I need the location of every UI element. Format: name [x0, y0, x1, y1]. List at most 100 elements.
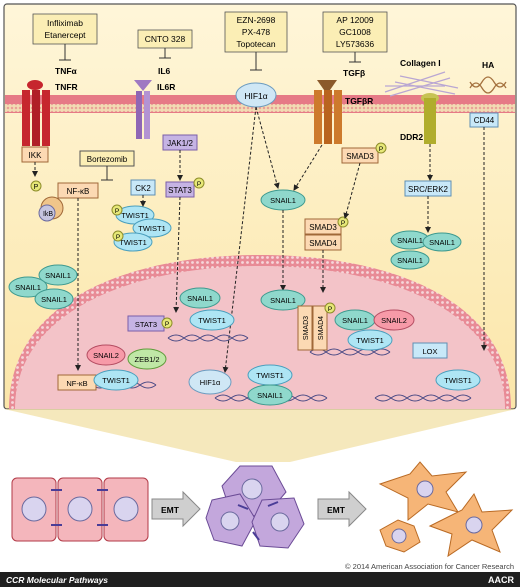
svg-text:SNAIL1: SNAIL1: [429, 238, 455, 247]
inhibitor-label: CNTO 328: [145, 34, 186, 44]
inhibitor-label: EZN-2698: [237, 15, 276, 25]
jak-box: JAK1/2: [162, 134, 198, 151]
inhibitor-box-ap: AP 12009 GC1008 LY573636: [322, 11, 388, 63]
svg-text:P: P: [115, 208, 119, 215]
svg-text:EMT: EMT: [327, 505, 346, 515]
svg-text:STAT3: STAT3: [135, 320, 157, 329]
smad3-cyto-box: SMAD3: [341, 147, 379, 164]
tnfr-receptor: [22, 80, 50, 146]
svg-text:CK2: CK2: [135, 184, 151, 193]
svg-text:SMAD3: SMAD3: [346, 152, 374, 161]
svg-text:TWIST1: TWIST1: [256, 371, 284, 380]
svg-text:TWIST1: TWIST1: [444, 376, 472, 385]
svg-text:CD44: CD44: [474, 116, 495, 125]
twist-cluster: TWIST1 TWIST1 TWIST1 P P: [111, 204, 172, 252]
footer-left: CCR Molecular Pathways: [6, 575, 108, 585]
cd44-receptor: CD44: [469, 112, 499, 128]
copyright-text: © 2014 American Association for Cancer R…: [345, 562, 514, 571]
ck2-box: CK2: [130, 179, 156, 196]
inhibitor-label: Etanercept: [44, 30, 86, 40]
svg-text:NF-κB: NF-κB: [66, 379, 87, 388]
ligand-collagen: Collagen I: [400, 58, 441, 68]
svg-text:LOX: LOX: [422, 347, 437, 356]
svg-text:EMT: EMT: [161, 505, 180, 515]
svg-text:SNAIL1: SNAIL1: [15, 283, 41, 292]
zoom-wedge: [4, 409, 516, 462]
p-label: P: [34, 184, 39, 191]
svg-text:SNAIL1: SNAIL1: [270, 196, 296, 205]
src-erk2-box: SRC/ERK2: [404, 180, 452, 197]
ikk-box: IKK: [21, 146, 49, 163]
il6r-label: IL6R: [157, 82, 175, 92]
intermediate-cells: [205, 465, 305, 549]
svg-text:P: P: [165, 321, 169, 328]
svg-text:TWIST1: TWIST1: [102, 376, 130, 385]
ligand-tnfa: TNFα: [55, 66, 78, 76]
svg-text:JAK1/2: JAK1/2: [167, 139, 193, 148]
svg-text:SNAIL1: SNAIL1: [41, 295, 67, 304]
smad-complex: SMAD3 SMAD4 P: [304, 216, 349, 251]
svg-text:SNAIL2: SNAIL2: [381, 316, 407, 325]
svg-text:P: P: [116, 234, 120, 241]
svg-text:SNAIL1: SNAIL1: [397, 236, 423, 245]
svg-text:SNAIL1: SNAIL1: [397, 256, 423, 265]
snail-cluster-left: SNAIL1 SNAIL1 SNAIL1: [8, 264, 78, 310]
svg-text:SMAD4: SMAD4: [318, 316, 325, 340]
svg-text:P: P: [341, 220, 345, 227]
inhibitor-box-cnto: CNTO 328: [137, 29, 193, 59]
inhibitor-box-infliximab: Infliximab Etanercept: [32, 13, 98, 61]
bortezomib-box: Bortezomib: [79, 150, 135, 167]
pathway-arrows: [32, 106, 487, 373]
svg-text:HIF1α: HIF1α: [244, 91, 267, 101]
svg-text:TWIST1: TWIST1: [198, 316, 226, 325]
nucleus: [15, 266, 505, 409]
inhibitor-label: AP 12009: [336, 15, 373, 25]
svg-text:P: P: [379, 146, 383, 153]
svg-text:SMAD3: SMAD3: [303, 316, 310, 340]
p-badge: [193, 177, 205, 189]
ddr2-label: DDR2: [400, 132, 423, 142]
emt-arrow-1: EMT: [151, 490, 201, 528]
svg-text:TWIST1: TWIST1: [119, 238, 147, 247]
svg-text:SMAD3: SMAD3: [309, 223, 337, 232]
svg-text:HIF1α: HIF1α: [200, 378, 221, 387]
inhibitor-label: PX-478: [242, 27, 271, 37]
smad-nucleus: SMAD3 SMAD4 P: [297, 302, 336, 351]
nucleus-contents: SNAIL1 STAT3 P TWIST1 SNAIL2 ZEB1/2 NF-κ…: [57, 287, 481, 406]
nfkb-box: NF-κB: [57, 182, 99, 199]
svg-text:SNAIL1: SNAIL1: [270, 296, 296, 305]
svg-text:TWIST1: TWIST1: [121, 211, 149, 220]
svg-text:SRC/ERK2: SRC/ERK2: [408, 185, 449, 194]
ikb-complex: IkB: [38, 196, 64, 222]
footer-bar: [0, 572, 520, 587]
svg-text:TWIST1: TWIST1: [356, 336, 384, 345]
mesenchymal-cells: [378, 461, 514, 558]
inhibitor-box-ezn: EZN-2698 PX-478 Topotecan: [224, 11, 288, 71]
stat3-cyto-box: STAT3: [165, 181, 195, 198]
collagen-fibers: [384, 71, 459, 97]
svg-text:ZEB1/2: ZEB1/2: [134, 355, 159, 364]
ligand-tgfb: TGFβ: [343, 68, 365, 78]
svg-text:SNAIL1: SNAIL1: [257, 391, 283, 400]
il6r-receptor: [134, 80, 152, 139]
svg-text:SNAIL1: SNAIL1: [45, 271, 71, 280]
svg-text:SNAIL1: SNAIL1: [342, 316, 368, 325]
inhibitor-label: GC1008: [339, 27, 371, 37]
p-badge: [30, 180, 42, 192]
svg-text:IKK: IKK: [29, 151, 43, 160]
svg-text:SMAD4: SMAD4: [309, 239, 337, 248]
ligand-ha: HA: [482, 60, 494, 70]
svg-text:P: P: [328, 306, 332, 313]
snail-cluster-right: SNAIL1 SNAIL1 SNAIL1: [390, 230, 462, 270]
svg-text:TWIST1: TWIST1: [138, 224, 166, 233]
ddr2-receptor: [421, 93, 439, 144]
svg-text:P: P: [197, 181, 201, 188]
tnfr-label: TNFR: [55, 82, 78, 92]
svg-text:SNAIL2: SNAIL2: [93, 351, 119, 360]
tgfbr-receptor: [314, 80, 342, 144]
svg-text:SNAIL1: SNAIL1: [187, 294, 213, 303]
ligand-il6: IL6: [158, 66, 171, 76]
tgfbr-label: TGFβR: [345, 96, 373, 106]
svg-text:IkB: IkB: [43, 211, 53, 218]
